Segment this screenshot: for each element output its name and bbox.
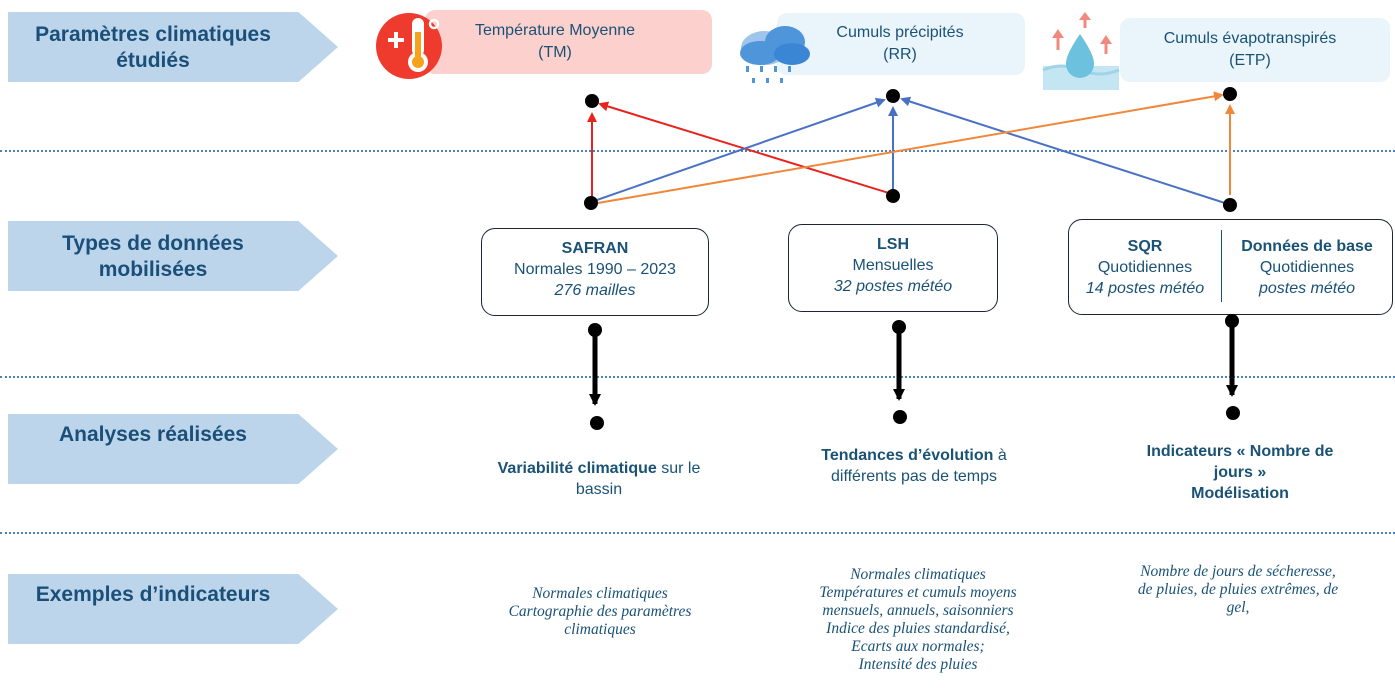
node-safran-analysis <box>590 416 604 430</box>
row-label-exemples-line1: Exemples d’indicateurs <box>35 583 271 606</box>
data-text-lsh: LSH Mensuelles 32 postes météo <box>788 234 998 297</box>
data-text-sqr: SQR Quotidiennes 14 postes météo <box>1070 236 1220 299</box>
examples-sqr: Nombre de jours de sécheresse, de pluies… <box>1088 563 1388 617</box>
analysis-lsh-line1: Tendances d’évolution à <box>790 445 1038 466</box>
node-sqr-bottom <box>1225 314 1239 328</box>
analysis-lsh-rest2: différents pas de temps <box>830 468 998 485</box>
analysis-safran-rest2: bassin <box>575 481 623 498</box>
parameter-tm-line2: (TM) <box>538 44 572 61</box>
analysis-safran-bold: Variabilité climatique <box>497 460 657 477</box>
row-label-types-line1: Types de données <box>62 232 244 255</box>
data-sqr-line1: Quotidiennes <box>1097 259 1193 276</box>
node-tm-top <box>585 94 599 108</box>
analysis-safran-rest1: sur le <box>656 460 701 477</box>
row-label-types-line2: mobilisées <box>98 258 208 281</box>
data-lsh-line2: 32 postes météo <box>833 278 953 295</box>
arrow-sqr-to-rr <box>900 96 1229 205</box>
node-safran-bottom <box>588 323 602 337</box>
data-box-safran <box>481 228 709 316</box>
analysis-sqr-line3: Modélisation <box>1191 485 1289 502</box>
examples-lsh-line4: Indice des pluies standardisé, <box>826 620 1010 637</box>
separator-2 <box>0 376 1395 378</box>
separator-1 <box>0 150 1395 152</box>
data-box-divider <box>1221 230 1222 302</box>
data-base-title: Données de base <box>1241 238 1373 255</box>
analysis-lsh: Tendances d’évolution à différents pas d… <box>790 445 1038 487</box>
parameter-tm-label: Température Moyenne (TM) <box>440 20 670 64</box>
data-base-line1: Quotidiennes <box>1259 259 1355 276</box>
analysis-sqr-line2: jours » <box>1213 464 1267 481</box>
parameter-tm-line1: Température Moyenne <box>474 22 636 39</box>
data-safran-title: SAFRAN <box>561 240 629 257</box>
parameter-rr-line1: Cumuls précipités <box>836 24 964 41</box>
analysis-safran: Variabilité climatique sur le bassin <box>470 458 728 500</box>
rain-cloud-icon <box>740 26 810 83</box>
examples-lsh-line5: Ecarts aux normales; <box>851 638 985 655</box>
node-lsh-top <box>886 189 900 203</box>
separator-3 <box>0 532 1395 534</box>
row-label-analyses-line1: Analyses réalisées <box>59 423 247 446</box>
node-lsh-analysis <box>893 410 907 424</box>
examples-lsh-line2: Températures et cumuls moyens <box>819 584 1017 601</box>
node-lsh-bottom <box>892 320 906 334</box>
node-sqr-top <box>1223 198 1237 212</box>
examples-safran-line1: Normales climatiques <box>532 585 668 602</box>
parameter-tm-box <box>425 10 712 74</box>
analysis-sqr: Indicateurs « Nombre de jours » Modélisa… <box>1105 441 1375 504</box>
data-base-line2: postes météo <box>1258 280 1356 297</box>
row-label-types: Types de données mobilisées <box>8 221 338 291</box>
node-safran-top <box>584 196 598 210</box>
data-safran-line2: 276 mailles <box>554 282 636 299</box>
parameter-etp-box <box>1120 18 1390 82</box>
parameter-etp-line1: Cumuls évapotranspirés <box>1163 30 1337 47</box>
data-text-base: Données de base Quotidiennes postes mété… <box>1224 236 1390 299</box>
row-label-parametres-line1: Paramètres climatiques <box>35 23 271 46</box>
node-sqr-analysis <box>1226 406 1240 420</box>
row-label-exemples: Exemples d’indicateurs <box>8 574 338 644</box>
thermometer-icon <box>376 13 442 79</box>
examples-safran: Normales climatiques Cartographie des pa… <box>445 585 755 639</box>
row-label-parametres: Paramètres climatiques étudiés <box>8 12 338 82</box>
node-etp-top <box>1223 87 1237 101</box>
parameter-etp-label: Cumuls évapotranspirés (ETP) <box>1125 28 1375 72</box>
data-sqr-title: SQR <box>1127 238 1163 255</box>
parameter-etp-line2: (ETP) <box>1229 52 1271 69</box>
analysis-lsh-rest1: à <box>993 447 1007 464</box>
examples-sqr-line2: de pluies, de pluies extrêmes, de <box>1137 581 1339 598</box>
arrow-safran-to-etp <box>597 91 1224 204</box>
data-text-safran: SAFRAN Normales 1990 – 2023 276 mailles <box>481 238 709 301</box>
row-label-analyses: Analyses réalisées <box>8 414 338 484</box>
parameter-rr-box <box>777 13 1025 75</box>
parameter-rr-line2: (RR) <box>883 46 917 63</box>
data-safran-line1: Normales 1990 – 2023 <box>514 261 676 278</box>
data-box-sqr <box>1068 219 1393 315</box>
examples-sqr-line3: gel, <box>1226 599 1250 616</box>
data-lsh-line1: Mensuelles <box>852 257 934 274</box>
data-lsh-title: LSH <box>877 236 909 253</box>
examples-lsh-line3: mensuels, annuels, saisonniers <box>822 602 1014 619</box>
evaporation-icon <box>1042 12 1120 90</box>
node-rr-top <box>886 89 900 103</box>
analysis-lsh-bold: Tendances d’évolution <box>821 447 994 464</box>
parameter-rr-label: Cumuls précipités (RR) <box>790 22 1010 66</box>
data-box-lsh <box>788 224 998 312</box>
arrow-safran-to-rr <box>593 97 886 202</box>
examples-sqr-line1: Nombre de jours de sécheresse, <box>1140 563 1336 580</box>
examples-safran-line2: Cartographie des paramètres <box>508 603 692 620</box>
analysis-sqr-line1: Indicateurs « Nombre de <box>1146 443 1334 460</box>
examples-lsh-line6: Intensité des pluies <box>858 656 978 673</box>
row-label-parametres-line2: étudiés <box>116 49 190 72</box>
data-sqr-line2: 14 postes météo <box>1085 280 1205 297</box>
analysis-safran-line1: Variabilité climatique sur le <box>470 458 728 479</box>
examples-lsh: Normales climatiques Températures et cum… <box>768 566 1068 674</box>
examples-safran-line3: climatiques <box>564 621 636 638</box>
examples-lsh-line1: Normales climatiques <box>850 566 986 583</box>
